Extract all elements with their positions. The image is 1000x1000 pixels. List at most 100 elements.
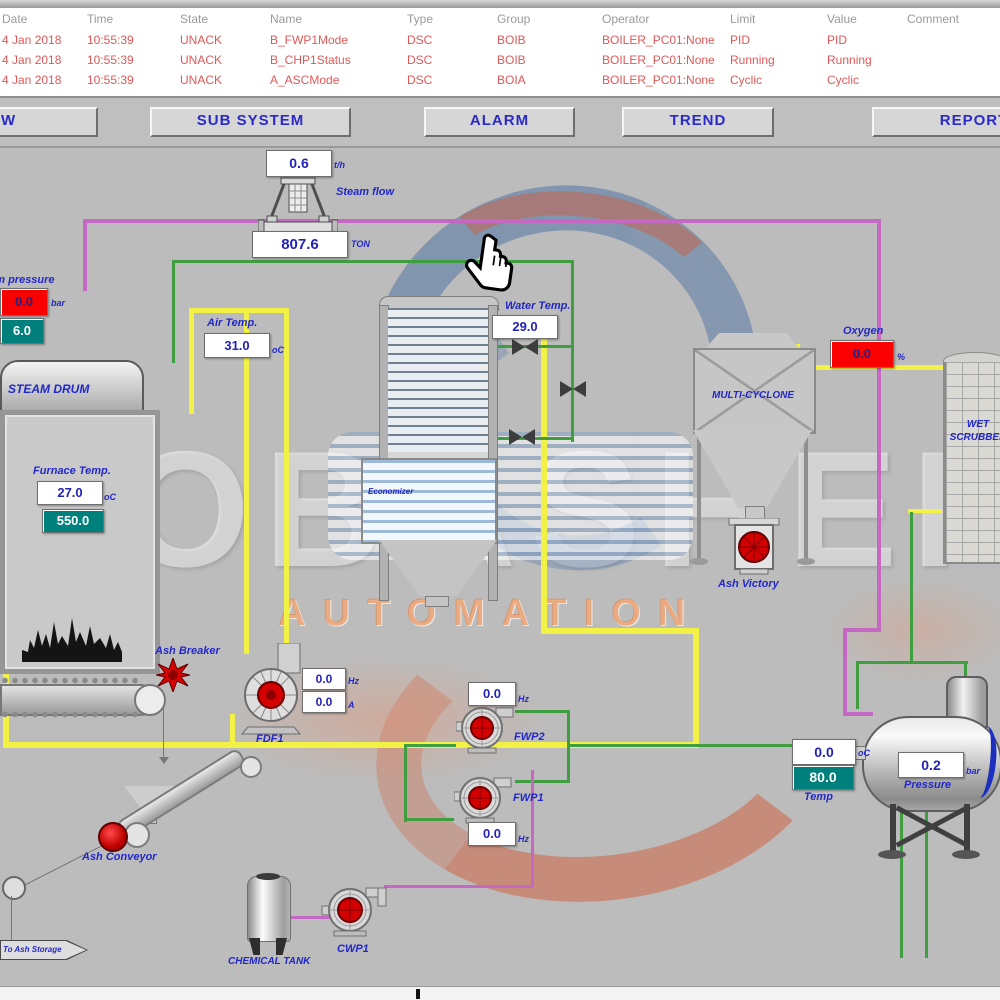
fwp1-unit: Hz <box>518 834 529 844</box>
alarm-row[interactable]: 4 Jan 2018 10:55:39 UNACK B_FWP1Mode DSC… <box>0 30 1000 50</box>
steam-total-value[interactable]: 807.6 <box>252 231 348 258</box>
conveyor-motor[interactable] <box>98 822 128 852</box>
column-header: Group <box>497 12 531 26</box>
steam-flow-value[interactable]: 0.6 <box>266 150 332 177</box>
column-header: Name <box>270 12 303 26</box>
fdf1-freq-value[interactable]: 0.0 <box>302 668 346 690</box>
cell-comment <box>905 30 1000 50</box>
steam-flow-valve-icon[interactable] <box>258 176 338 236</box>
tank-pressure-label: Pressure <box>904 779 952 791</box>
grate-conveyor[interactable] <box>0 684 156 716</box>
pipe-tank-drain-1 <box>900 806 903 958</box>
cursor-hand <box>465 233 514 292</box>
tank-pressure-unit: bar <box>966 766 981 776</box>
fdf1-fan-icon[interactable] <box>238 643 308 735</box>
furnace-temp-value[interactable]: 27.0 <box>37 481 103 505</box>
oxygen-value[interactable]: 0.0 <box>830 340 894 368</box>
chemical-tank-foot-right <box>276 938 287 955</box>
drain-diagonal-line <box>15 841 109 890</box>
ash-rotary-valve[interactable] <box>728 518 780 576</box>
pipe-fdf-duct-1 <box>244 312 249 654</box>
fwp1-pump-icon[interactable] <box>454 770 518 826</box>
nav-button-sub-system[interactable]: SUB SYSTEM <box>150 107 351 137</box>
ash-breaker-label: Ash Breaker <box>155 645 220 657</box>
pipe-fdf-duct-2 <box>284 312 289 654</box>
pipe-steam-jog <box>845 628 881 632</box>
air-temp-value[interactable]: 31.0 <box>204 333 270 358</box>
pipe-chem-suction <box>286 916 330 919</box>
multi-cyclone-body[interactable] <box>693 348 816 434</box>
window-top-strip <box>0 0 1000 8</box>
tank-leg-post-right <box>964 804 970 852</box>
water-temp-value[interactable]: 29.0 <box>492 315 558 339</box>
tank-temp-label: Temp <box>804 791 833 803</box>
alarm-header-row: Date Time State Name Type Group Operator… <box>0 8 1000 30</box>
column-header: State <box>180 12 209 26</box>
air-temp-unit: oC <box>272 345 284 355</box>
valve-steam-3[interactable] <box>509 429 535 445</box>
water-temp-label: Water Temp. <box>505 300 571 312</box>
cell-comment <box>905 70 1000 90</box>
alarm-row[interactable]: 4 Jan 2018 10:55:39 UNACK A_ASCMode DSC … <box>0 70 1000 90</box>
tank-pressure-value[interactable]: 0.2 <box>898 752 964 778</box>
nav-button-view[interactable]: VIEW <box>0 107 98 137</box>
fwp1-value[interactable]: 0.0 <box>468 822 516 846</box>
pipe-air-loop-right <box>693 630 699 748</box>
pipe-scrubber-return <box>910 512 913 664</box>
cwp1-label: CWP1 <box>337 943 369 955</box>
tank-temp-value[interactable]: 0.0 <box>792 739 856 765</box>
pipe-steam-to-tank <box>843 628 847 716</box>
fdf1-current-value[interactable]: 0.0 <box>302 691 346 713</box>
scrollbar-thumb[interactable] <box>416 989 420 999</box>
alarm-row[interactable]: 4 Jan 2018 10:55:39 UNACK B_CHP1Status D… <box>0 50 1000 70</box>
nav-button-trend[interactable]: TREND <box>622 107 774 137</box>
wet-scrubber-body[interactable] <box>943 362 1000 564</box>
valve-steam-2[interactable] <box>560 381 586 397</box>
nav-bar: VIEW SUB SYSTEM ALARM TREND REPORT <box>0 98 1000 148</box>
oxygen-unit: % <box>897 352 906 362</box>
fwp2-unit: Hz <box>518 694 529 704</box>
steam-pressure-setpoint[interactable]: 6.0 <box>0 318 44 344</box>
valve-steam-1[interactable] <box>512 339 538 355</box>
chemical-tank-body[interactable] <box>247 876 291 942</box>
ash-drop-arrow <box>159 757 169 764</box>
cell-comment <box>905 50 1000 70</box>
pipe-air-to-furnace <box>189 308 194 414</box>
pipe-fwp1-suction <box>404 818 454 821</box>
ash-breaker-icon[interactable] <box>156 658 190 692</box>
cell-date: 4 Jan 2018 <box>2 73 62 87</box>
tank-temp-setpoint[interactable]: 80.0 <box>792 765 854 790</box>
furnace <box>0 410 160 674</box>
tank-leg-post-left <box>890 804 896 852</box>
column-header: Operator <box>602 12 650 26</box>
cyclone-hopper <box>693 430 812 508</box>
pipe-steam-header <box>83 219 881 223</box>
ash-valve-label: Ash Victory <box>718 578 779 590</box>
cell-operator: BOILER_PC01:None <box>602 33 715 47</box>
pipe-steam-down-right <box>877 219 881 631</box>
column-header: Type <box>407 12 434 26</box>
cyclone-cap <box>706 333 799 348</box>
tank-foot-right <box>952 850 980 859</box>
cyclone-foot-right <box>797 558 815 565</box>
fwp2-pump-icon[interactable] <box>456 700 520 756</box>
pipe-flue-downcomer <box>541 316 547 634</box>
column-header: Value <box>827 12 857 26</box>
furnace-temp-setpoint[interactable]: 550.0 <box>42 509 104 533</box>
fwp2-value[interactable]: 0.0 <box>468 682 516 706</box>
steam-pressure-value[interactable]: 0.0 <box>0 288 48 316</box>
steam-total-unit: TON <box>351 239 370 249</box>
steam-pressure-unit: bar <box>51 298 66 308</box>
cell-name: B_CHP1Status <box>270 53 351 67</box>
cell-group: BOIA <box>497 73 526 87</box>
boiler-tube-bank <box>388 308 488 453</box>
nav-button-alarm[interactable]: ALARM <box>424 107 575 137</box>
horizontal-scrollbar[interactable] <box>0 986 1000 1000</box>
pipe-flue-horizontal <box>543 628 699 634</box>
steam-drum-label: STEAM DRUM <box>8 382 90 396</box>
nav-button-report[interactable]: REPORT <box>872 107 1000 137</box>
cwp1-pump-icon[interactable] <box>320 882 390 938</box>
cell-group: BOIB <box>497 53 526 67</box>
cell-state: UNACK <box>180 33 223 47</box>
cell-state: UNACK <box>180 53 223 67</box>
